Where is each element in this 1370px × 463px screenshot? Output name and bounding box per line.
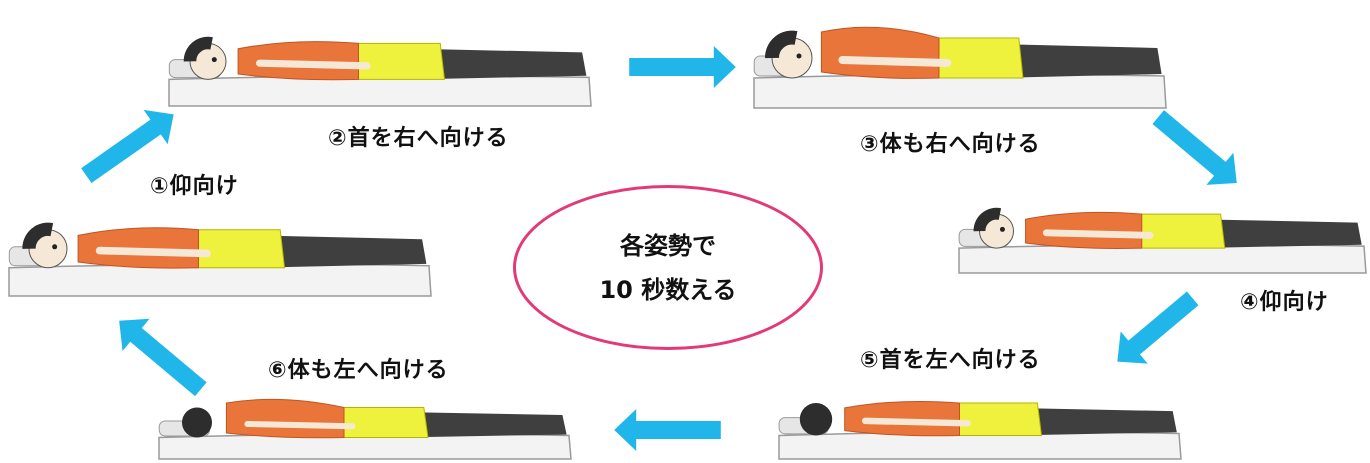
arrow-4-to-5 (1117, 291, 1199, 364)
hair (183, 36, 213, 62)
legs (1012, 407, 1177, 436)
shorts (193, 229, 286, 269)
shirt (225, 398, 345, 439)
mat (753, 73, 1167, 109)
arrow-1-to-2 (81, 109, 174, 183)
hair (22, 222, 54, 250)
center-text-line2: 10 秒数える (599, 275, 737, 304)
step-5-label: ⑤首を左へ向ける (860, 348, 1041, 373)
figure-step-3 (753, 26, 1167, 109)
figure-step-5 (778, 400, 1182, 460)
hair (765, 30, 798, 59)
mat (958, 243, 1367, 274)
figure-step-4 (958, 207, 1367, 274)
arrow-shape (614, 409, 721, 451)
hair (973, 207, 1002, 232)
arm (861, 417, 971, 427)
eye (52, 244, 58, 250)
shorts (934, 37, 1024, 79)
step-6-label: ⑥体も左へ向ける (268, 358, 449, 383)
step-4-label: ④仰向け (1240, 290, 1329, 315)
mat (8, 263, 432, 297)
mat (168, 75, 592, 107)
center-ellipse: 各姿勢で 10 秒数える (513, 185, 823, 350)
arrow-6-to-1 (119, 318, 207, 397)
arrow-shape (1152, 110, 1237, 185)
shorts (954, 402, 1043, 436)
eye (211, 57, 217, 63)
shorts (353, 42, 446, 80)
eye (999, 226, 1005, 232)
center-text-line1: 各姿勢で (620, 231, 716, 260)
eye (796, 53, 802, 59)
figure-step-6 (158, 398, 572, 460)
arrow-shape (1117, 291, 1199, 364)
step-3-label: ③体も右へ向ける (860, 132, 1041, 157)
legs (254, 235, 427, 268)
legs (1195, 219, 1362, 249)
arrow-shape (119, 318, 207, 397)
arrow-2-to-3 (629, 46, 736, 88)
arm (256, 59, 371, 70)
arrow-shape (629, 46, 736, 88)
legs (398, 412, 567, 438)
head-back (182, 407, 212, 438)
figure-step-1 (8, 222, 432, 297)
arrow-3-to-4 (1152, 110, 1237, 185)
step-2-label: ②首を右へ向ける (328, 126, 509, 151)
arrow-shape (81, 109, 174, 183)
arrow-5-to-6 (614, 409, 721, 451)
legs (993, 44, 1162, 78)
step-1-label: ①仰向け (150, 174, 239, 199)
arm (838, 56, 952, 67)
shorts (339, 407, 429, 438)
arm (95, 246, 211, 258)
head-back (799, 403, 833, 436)
legs (414, 48, 587, 80)
arm (1042, 229, 1154, 239)
shirt (820, 26, 940, 79)
arm (244, 421, 356, 430)
shorts (1137, 213, 1226, 249)
figure-step-2 (168, 36, 592, 107)
